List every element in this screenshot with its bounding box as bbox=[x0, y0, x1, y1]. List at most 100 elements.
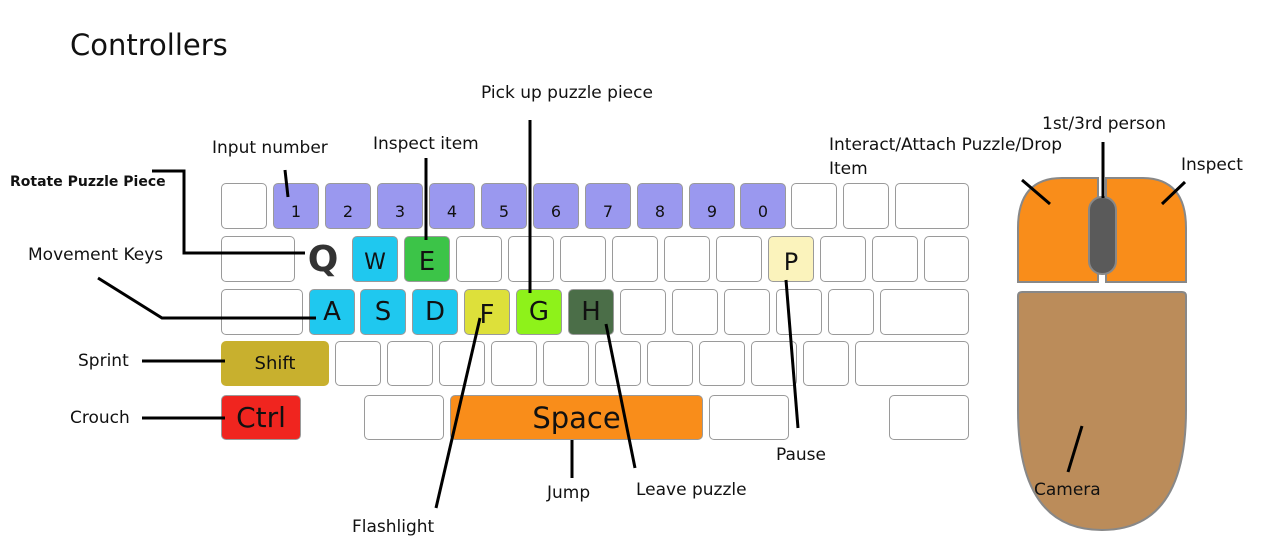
label-leave-puzzle: Leave puzzle bbox=[636, 480, 747, 500]
key-number-4[interactable]: 4 bbox=[429, 183, 475, 229]
key-f-label: F bbox=[479, 300, 495, 330]
key-number-1[interactable]: 1 bbox=[273, 183, 319, 229]
leader-flashlight bbox=[434, 317, 482, 509]
key-shift-label: Shift bbox=[254, 353, 296, 374]
key-d-label: D bbox=[424, 297, 446, 327]
key-number-label: 8 bbox=[654, 201, 666, 221]
key-blank[interactable] bbox=[791, 183, 837, 229]
key-number-label: 4 bbox=[446, 201, 458, 221]
mouse-left-button bbox=[1017, 177, 1099, 283]
key-number-label: 2 bbox=[342, 201, 354, 221]
leader-leave-puzzle bbox=[604, 323, 637, 469]
key-blank[interactable] bbox=[895, 183, 969, 229]
key-d[interactable]: D bbox=[412, 289, 458, 335]
leader-rotate bbox=[152, 169, 305, 255]
key-e-label: E bbox=[418, 247, 436, 277]
key-alt-right[interactable] bbox=[709, 395, 789, 440]
key-number-9[interactable]: 9 bbox=[689, 183, 735, 229]
key-space-label: Space bbox=[532, 400, 621, 435]
key-alt[interactable] bbox=[364, 395, 444, 440]
key-blank[interactable] bbox=[820, 236, 866, 282]
key-blank[interactable] bbox=[387, 341, 433, 386]
mouse-body bbox=[1017, 291, 1187, 532]
key-ctrl-right[interactable] bbox=[889, 395, 969, 440]
key-blank[interactable] bbox=[335, 341, 381, 386]
key-blank[interactable] bbox=[724, 289, 770, 335]
leader-interact bbox=[1021, 178, 1051, 206]
key-number-label: 3 bbox=[394, 201, 406, 221]
label-rotate: Rotate Puzzle Piece bbox=[10, 174, 166, 190]
page-title: Controllers bbox=[70, 28, 228, 62]
key-caps[interactable] bbox=[221, 289, 303, 335]
key-number-label: 0 bbox=[757, 201, 769, 221]
key-blank[interactable] bbox=[872, 236, 918, 282]
label-interact-2: Item bbox=[829, 159, 868, 179]
key-ctrl[interactable]: Ctrl bbox=[221, 395, 301, 440]
key-number-8[interactable]: 8 bbox=[637, 183, 683, 229]
key-blank[interactable] bbox=[751, 341, 797, 386]
mouse-right-button bbox=[1105, 177, 1187, 283]
key-shift[interactable]: Shift bbox=[221, 341, 329, 386]
key-blank[interactable] bbox=[612, 236, 658, 282]
key-a-label: A bbox=[323, 297, 341, 327]
leader-camera bbox=[1066, 425, 1084, 473]
label-inspect: Inspect bbox=[1181, 155, 1243, 175]
key-blank[interactable] bbox=[664, 236, 710, 282]
label-sprint: Sprint bbox=[78, 351, 129, 371]
key-blank[interactable] bbox=[439, 341, 485, 386]
key-enter[interactable] bbox=[880, 289, 969, 335]
key-blank[interactable] bbox=[221, 183, 267, 229]
key-number-label: 7 bbox=[602, 201, 614, 221]
key-g[interactable]: G bbox=[516, 289, 562, 335]
key-s-label: S bbox=[374, 297, 392, 327]
key-number-7[interactable]: 7 bbox=[585, 183, 631, 229]
label-movement: Movement Keys bbox=[28, 245, 164, 265]
label-interact-1: Interact/Attach Puzzle/Drop bbox=[829, 135, 1063, 155]
key-q[interactable]: Q bbox=[300, 236, 346, 282]
key-w[interactable]: W bbox=[352, 236, 398, 282]
key-number-label: 1 bbox=[290, 201, 302, 221]
key-number-2[interactable]: 2 bbox=[325, 183, 371, 229]
key-number-3[interactable]: 3 bbox=[377, 183, 423, 229]
key-right-shift[interactable] bbox=[855, 341, 969, 386]
key-h[interactable]: H bbox=[568, 289, 614, 335]
key-number-5[interactable]: 5 bbox=[481, 183, 527, 229]
key-blank[interactable] bbox=[672, 289, 718, 335]
label-person: 1st/3rd person bbox=[1042, 114, 1167, 134]
leader-input-number bbox=[283, 169, 290, 198]
key-p[interactable]: P bbox=[768, 236, 814, 282]
leader-inspect bbox=[1160, 180, 1187, 206]
key-blank[interactable] bbox=[620, 289, 666, 335]
key-f[interactable]: F bbox=[464, 289, 510, 335]
key-blank[interactable] bbox=[803, 341, 849, 386]
key-p-label: P bbox=[783, 248, 799, 276]
key-s[interactable]: S bbox=[360, 289, 406, 335]
key-blank[interactable] bbox=[647, 341, 693, 386]
label-jump: Jump bbox=[547, 483, 591, 503]
key-number-label: 9 bbox=[706, 201, 718, 221]
key-e[interactable]: E bbox=[404, 236, 450, 282]
key-blank[interactable] bbox=[456, 236, 502, 282]
key-number-label: 6 bbox=[550, 201, 562, 221]
key-blank[interactable] bbox=[924, 236, 969, 282]
key-number-0[interactable]: 0 bbox=[740, 183, 786, 229]
key-number-6[interactable]: 6 bbox=[533, 183, 579, 229]
key-a[interactable]: A bbox=[309, 289, 355, 335]
key-space[interactable]: Space bbox=[450, 395, 703, 440]
key-blank[interactable] bbox=[843, 183, 889, 229]
key-blank[interactable] bbox=[699, 341, 745, 386]
label-inspect-item: Inspect item bbox=[373, 134, 479, 154]
key-h-label: H bbox=[581, 297, 601, 327]
key-blank[interactable] bbox=[491, 341, 537, 386]
key-blank[interactable] bbox=[560, 236, 606, 282]
key-blank[interactable] bbox=[776, 289, 822, 335]
key-tab[interactable] bbox=[221, 236, 295, 282]
key-blank[interactable] bbox=[828, 289, 874, 335]
key-blank[interactable] bbox=[716, 236, 762, 282]
key-number-label: 5 bbox=[498, 201, 510, 221]
key-q-label: Q bbox=[307, 238, 339, 280]
key-blank[interactable] bbox=[543, 341, 589, 386]
key-w-label: W bbox=[364, 249, 386, 275]
